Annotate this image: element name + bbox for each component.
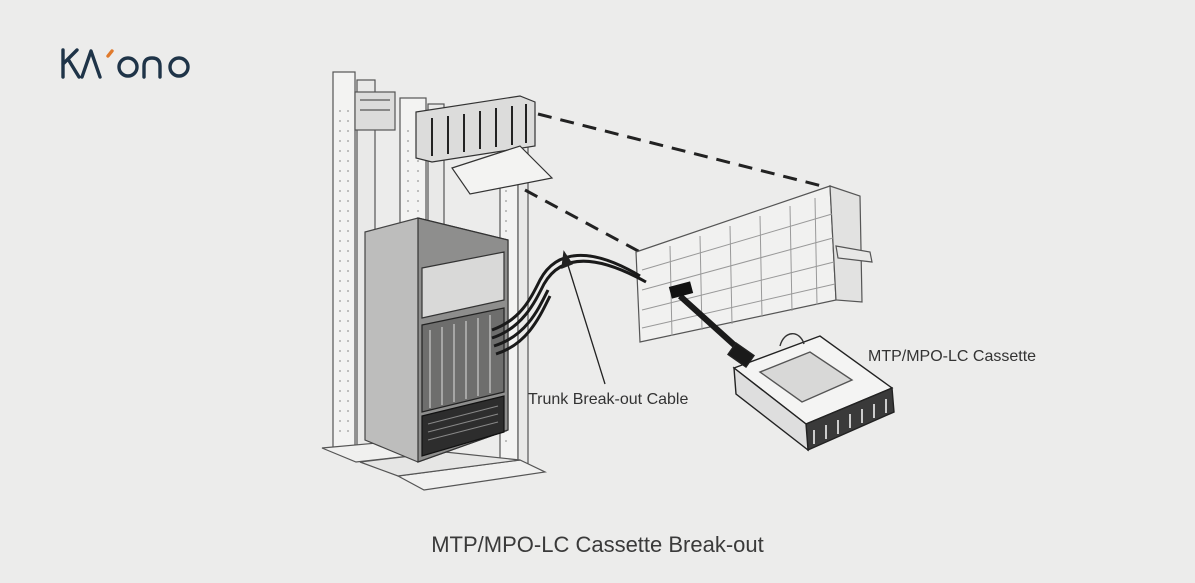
diagram-caption: MTP/MPO-LC Cassette Break-out [431, 532, 764, 557]
trunk-cable-label: Trunk Break-out Cable [528, 391, 689, 408]
brand-logo [61, 48, 190, 79]
cassette-label: MTP/MPO-LC Cassette [868, 348, 1037, 365]
